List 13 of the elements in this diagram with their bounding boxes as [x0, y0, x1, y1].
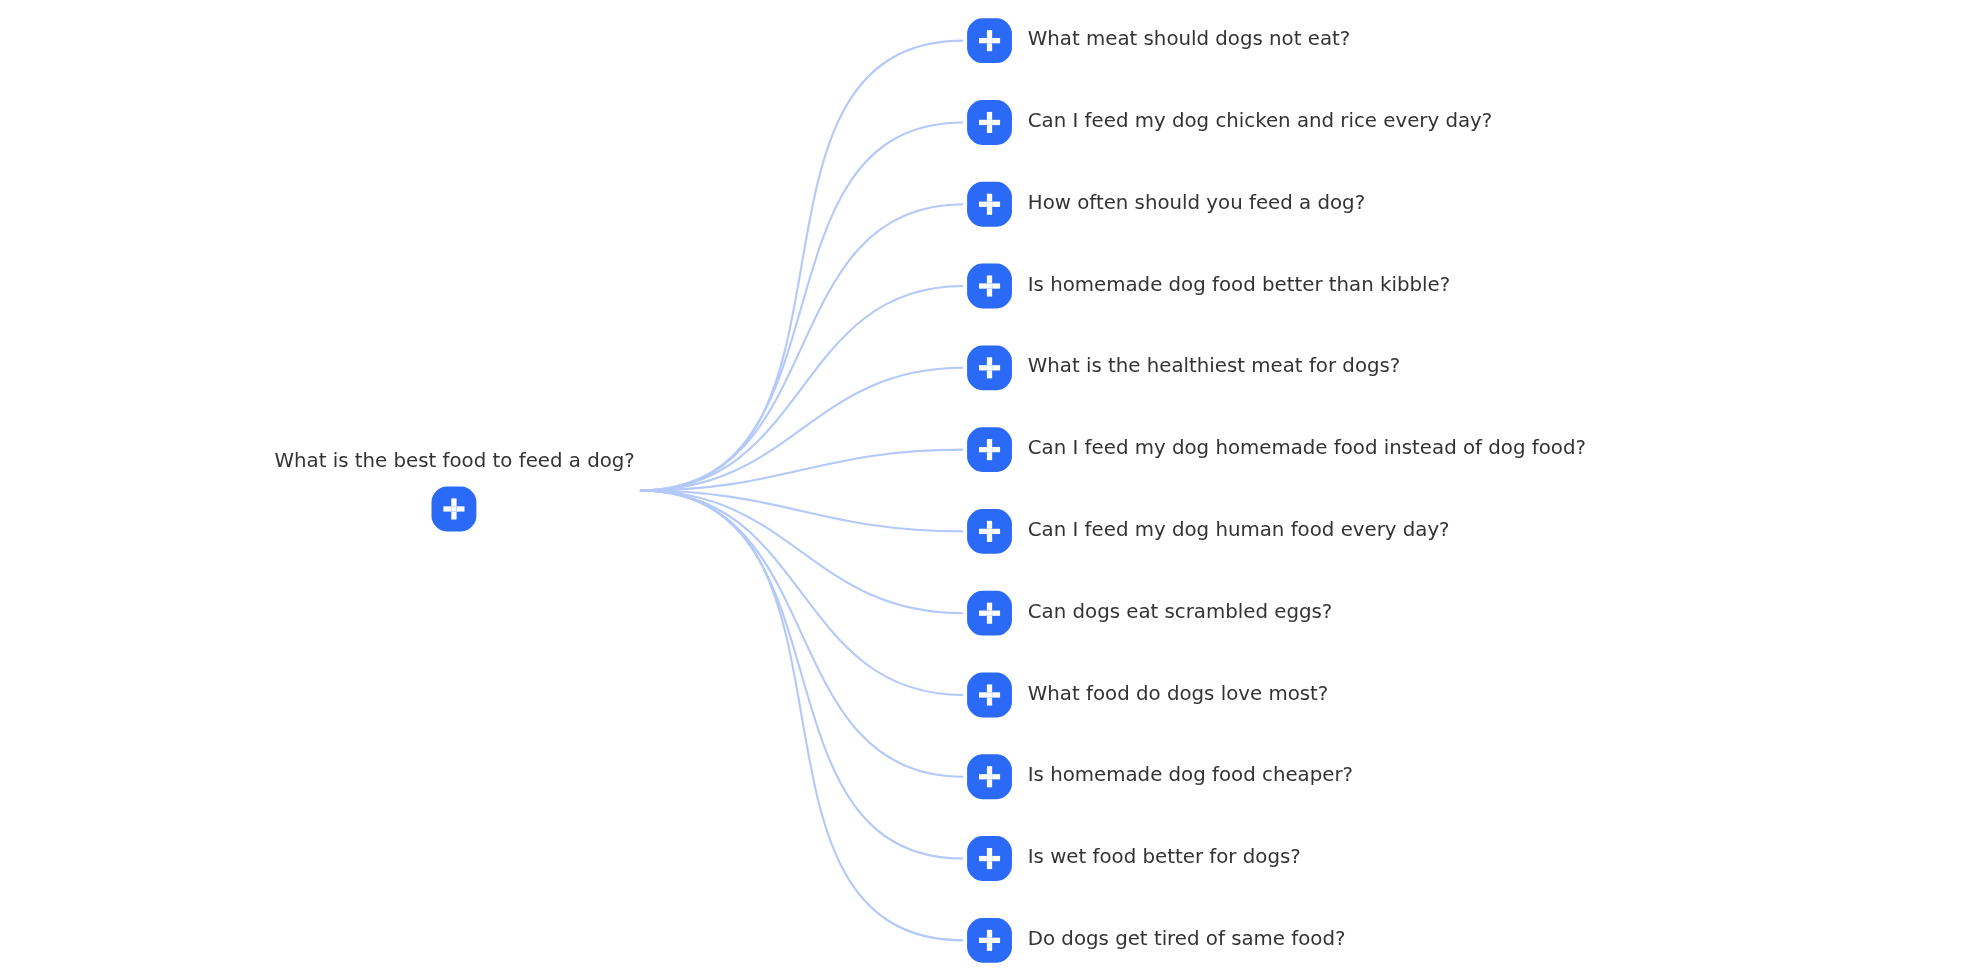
node-label: Can dogs eat scrambled eggs?: [1027, 599, 1332, 623]
node-label: What is the best food to feed a dog?: [274, 448, 635, 472]
node-label: Can I feed my dog homemade food instead of dog food?: [1027, 435, 1586, 459]
node-label: What is the healthiest meat for dogs?: [1027, 353, 1400, 377]
node-label: What meat should dogs not eat?: [1027, 26, 1350, 50]
node-label: How often should you feed a dog?: [1027, 190, 1365, 214]
node-label: Is homemade dog food better than kibble?: [1027, 272, 1450, 296]
node-label: What food do dogs love most?: [1027, 681, 1328, 705]
node-label: Can I feed my dog chicken and rice every day?: [1027, 108, 1492, 132]
node-label: Is wet food better for dogs?: [1027, 844, 1301, 868]
node-label: Do dogs get tired of same food?: [1027, 926, 1345, 950]
node-label: Can I feed my dog human food every day?: [1027, 517, 1450, 541]
node-label: Is homemade dog food cheaper?: [1027, 762, 1353, 786]
